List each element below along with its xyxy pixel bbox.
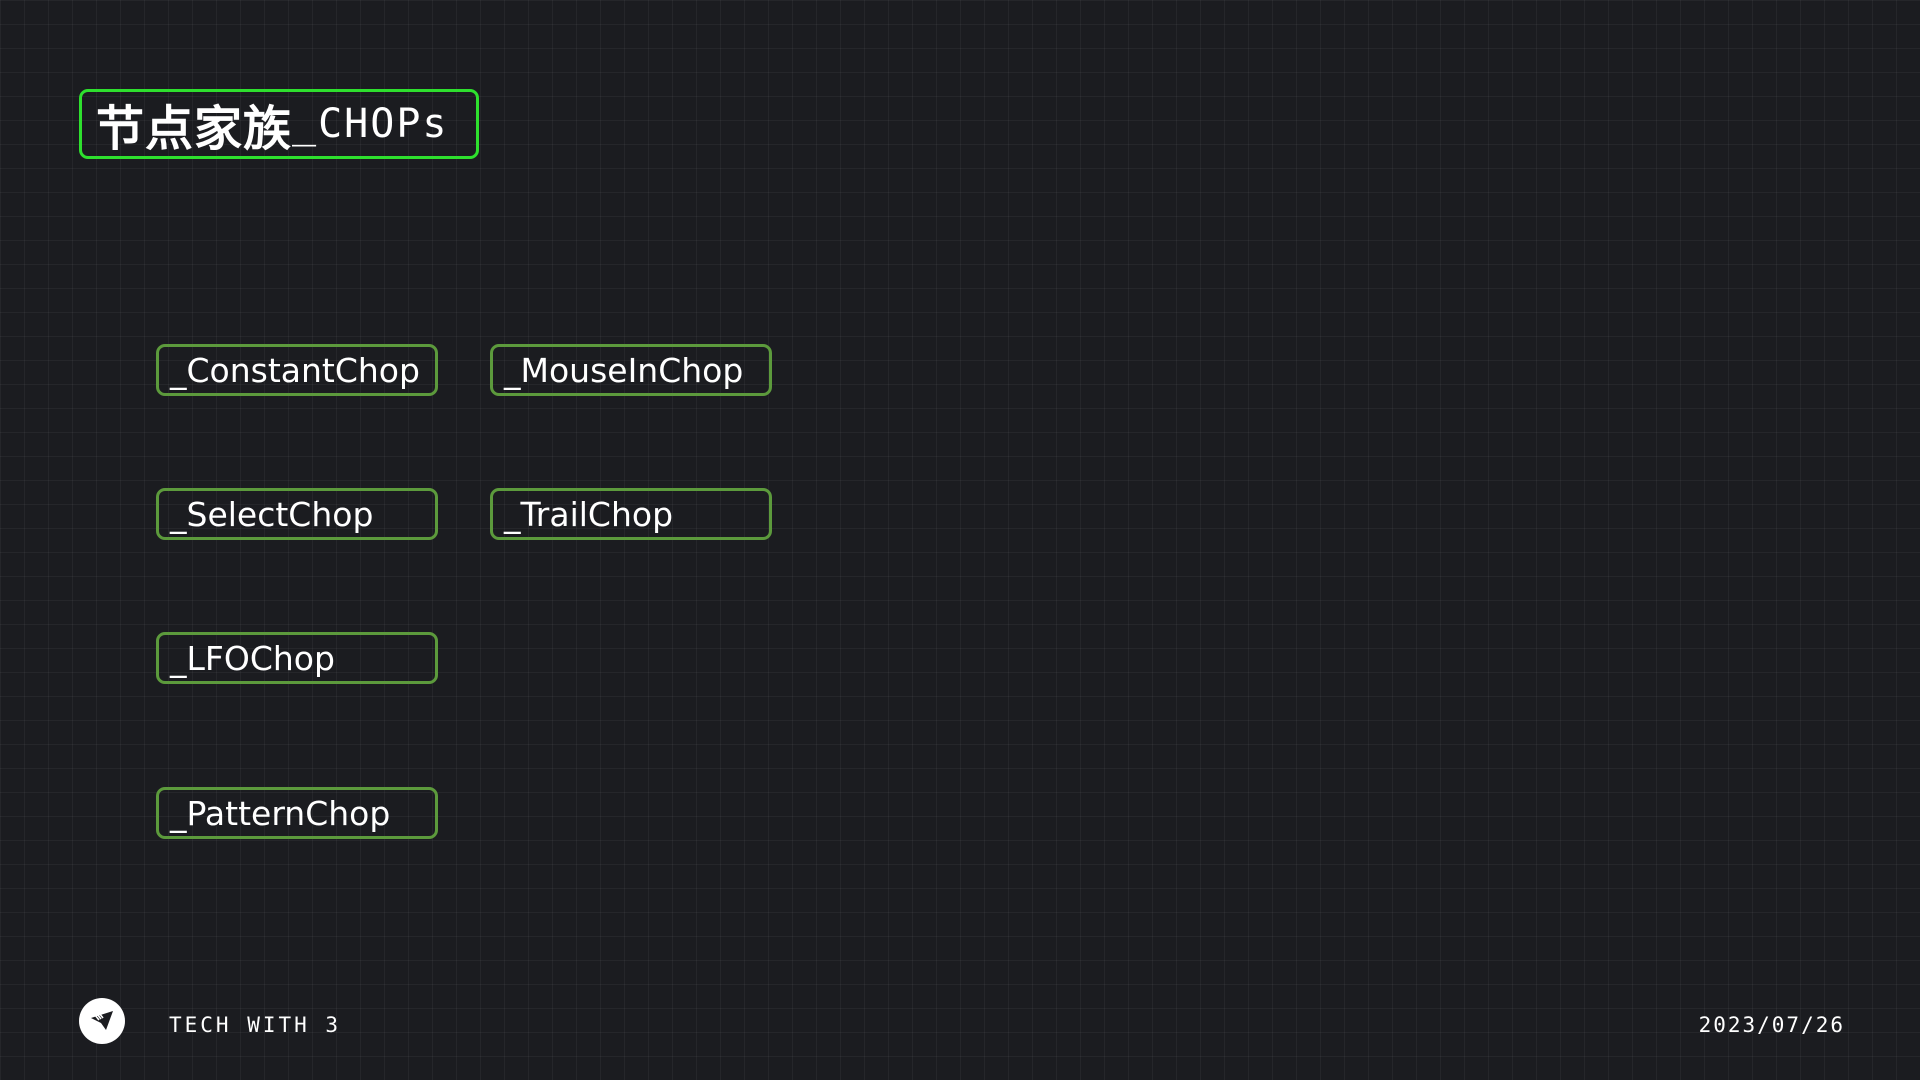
page-title-cn: 节点家族 — [96, 101, 293, 157]
footer-date: 2023/07/26 — [1698, 1013, 1845, 1037]
node-lfo-chop[interactable]: _LFOChop — [156, 632, 438, 684]
node-trail-chop[interactable]: _TrailChop — [490, 488, 772, 540]
node-pattern-chop[interactable]: _PatternChop — [156, 787, 438, 839]
node-mousein-chop[interactable]: _MouseInChop — [490, 344, 772, 396]
node-constant-chop[interactable]: _ConstantChop — [156, 344, 438, 396]
paper-plane-glyph — [91, 1011, 113, 1030]
page-title-en: _CHOPs — [292, 101, 449, 147]
footer-brand: TECH WITH 3 — [169, 1013, 342, 1037]
paper-plane-icon — [79, 998, 125, 1044]
node-select-chop[interactable]: _SelectChop — [156, 488, 438, 540]
page-title: 节点家族_CHOPs — [79, 89, 479, 159]
